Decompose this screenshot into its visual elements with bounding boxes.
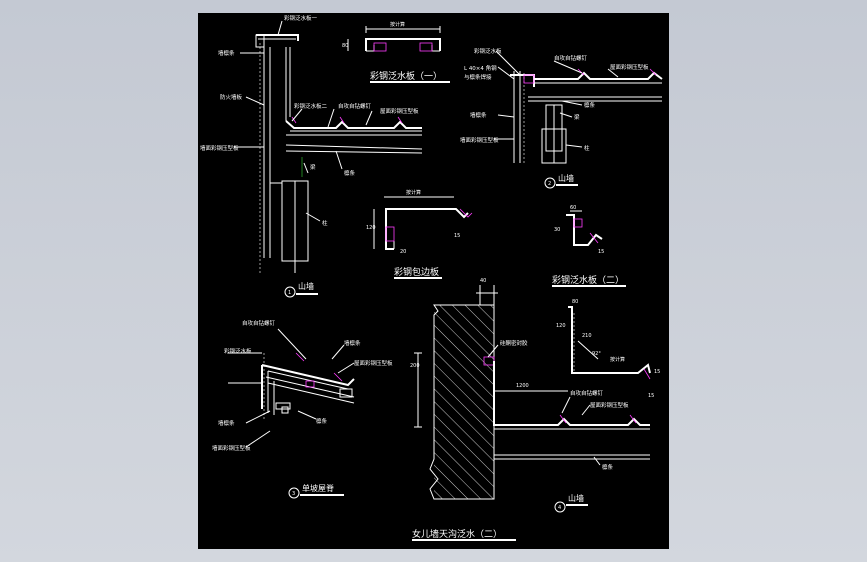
label-purlin-top: 墙檩条 xyxy=(344,339,361,347)
label-self-tap: 自攻自钻螺钉 xyxy=(338,102,372,110)
label-self-tap: 自攻自钻螺钉 xyxy=(242,319,276,327)
detail-wall-4: 80 120 210 92° 按计算 15 15 自攻自钻螺钉 屋面彩钢压型板 … xyxy=(554,299,660,513)
dim-top: 按计算 xyxy=(406,189,421,196)
dim-top: 按计算 xyxy=(390,21,405,28)
detail-flashing-2: 60 30 15 彩钢泛水板（二） xyxy=(552,205,626,287)
label-purlin-left: 墙檩条 xyxy=(470,111,487,119)
dim-200: 200 xyxy=(410,363,420,369)
dim-15b: 15 xyxy=(648,393,654,399)
label-wall-sheet: 墙面彩钢压型板 xyxy=(212,444,251,452)
label-roof-sheet: 屋面彩钢压型板 xyxy=(380,107,419,115)
dim-a: 60 xyxy=(570,205,576,211)
label-sealant: 硅酮密封胶 xyxy=(500,339,528,347)
label-roof-sheet: 屋面彩钢压型板 xyxy=(354,359,393,367)
detail-number: 1 xyxy=(288,290,291,296)
label-column: 柱 xyxy=(322,219,328,227)
label-angle: L 40×4 角钢 xyxy=(464,64,497,72)
detail-wall-2: 彩钢泛水板 L 40×4 角钢 与檩条焊接 墙檩条 墙面彩钢压型板 自攻自钻螺钉… xyxy=(460,47,663,189)
label-beam: 梁 xyxy=(574,113,580,121)
detail-title: 山墙 xyxy=(568,493,584,503)
detail-number: 2 xyxy=(548,181,551,187)
dim-b: 30 xyxy=(554,227,560,233)
label-roof-sheet: 屋面彩钢压型板 xyxy=(610,63,649,71)
dim-40: 40 xyxy=(480,278,486,284)
dim-15a: 15 xyxy=(654,369,660,375)
label-purlin: 檩条 xyxy=(316,417,328,425)
label-column: 柱 xyxy=(584,144,590,152)
detail-title: 彩钢包边板 xyxy=(394,266,439,278)
dim-1200: 1200 xyxy=(516,383,529,389)
dim-side: 120 xyxy=(366,225,376,231)
label-purlin: 檩条 xyxy=(602,463,614,471)
drawing-sheet: 彩钢泛水板一 墙檩条 防火墙板 墙面彩钢压型板 彩钢泛水板二 自攻自钻螺钉 屋面… xyxy=(198,13,669,549)
label-purlin-left: 墙檩条 xyxy=(218,49,235,57)
dim-210: 210 xyxy=(582,333,592,339)
detail-title: 彩钢泛水板（二） xyxy=(552,274,624,286)
label-self-tap: 自攻自钻螺钉 xyxy=(554,54,588,62)
detail-number: 3 xyxy=(292,491,295,497)
detail-ridge: 自攻自钻螺钉 彩钢泛水板 墙檩条 屋面彩钢压型板 墙檩条 檩条 墙面彩钢压型板 … xyxy=(212,319,393,499)
label-flashing: 彩钢泛水板 xyxy=(224,347,252,355)
detail-flashing-1: 按计算 80 彩钢泛水板（一） xyxy=(342,21,450,83)
label-beam: 梁 xyxy=(310,163,316,171)
label-purlin: 檩条 xyxy=(584,101,596,109)
detail-title: 彩钢泛水板（一） xyxy=(370,70,442,82)
label-flashing: 彩钢泛水板一 xyxy=(284,14,318,22)
detail-edge-board: 按计算 120 15 20 彩钢包边板 xyxy=(366,189,473,279)
dim-b: 20 xyxy=(400,249,406,255)
detail-title: 山墙 xyxy=(558,173,574,183)
label-purlin: 檩条 xyxy=(344,169,356,177)
dim-a: 15 xyxy=(454,233,460,239)
detail-parapet: 40 200 1200 硅酮密封胶 檩条 女儿墙天沟泛水（二） xyxy=(410,278,650,541)
dim-120: 120 xyxy=(556,323,566,329)
dim-side: 80 xyxy=(342,43,348,49)
label-fixing: 与檩条焊接 xyxy=(464,73,492,81)
detail-number: 4 xyxy=(558,505,561,511)
detail-wall-1: 彩钢泛水板一 墙檩条 防火墙板 墙面彩钢压型板 彩钢泛水板二 自攻自钻螺钉 屋面… xyxy=(200,14,423,298)
dim-80: 80 xyxy=(572,299,578,305)
detail-title: 山墙 xyxy=(298,281,314,291)
detail-title: 单坡屋脊 xyxy=(302,483,334,493)
label-self-tap: 自攻自钻螺钉 xyxy=(570,389,604,397)
label-wall-sheet: 墙面彩钢压型板 xyxy=(460,136,499,144)
label-fire-board: 防火墙板 xyxy=(220,93,243,101)
dim-by-calc: 按计算 xyxy=(610,356,625,363)
detail-title: 女儿墙天沟泛水（二） xyxy=(412,528,502,540)
label-roof-sheet: 屋面彩钢压型板 xyxy=(590,401,629,409)
cad-drawing: 彩钢泛水板一 墙檩条 防火墙板 墙面彩钢压型板 彩钢泛水板二 自攻自钻螺钉 屋面… xyxy=(200,14,663,541)
dim-c: 15 xyxy=(598,249,604,255)
dim-92: 92° xyxy=(592,351,601,357)
label-flashing2: 彩钢泛水板二 xyxy=(294,102,328,110)
label-flashing: 彩钢泛水板 xyxy=(474,47,502,55)
label-wall-sheet: 墙面彩钢压型板 xyxy=(200,144,239,152)
label-purlin-left: 墙檩条 xyxy=(218,419,235,427)
